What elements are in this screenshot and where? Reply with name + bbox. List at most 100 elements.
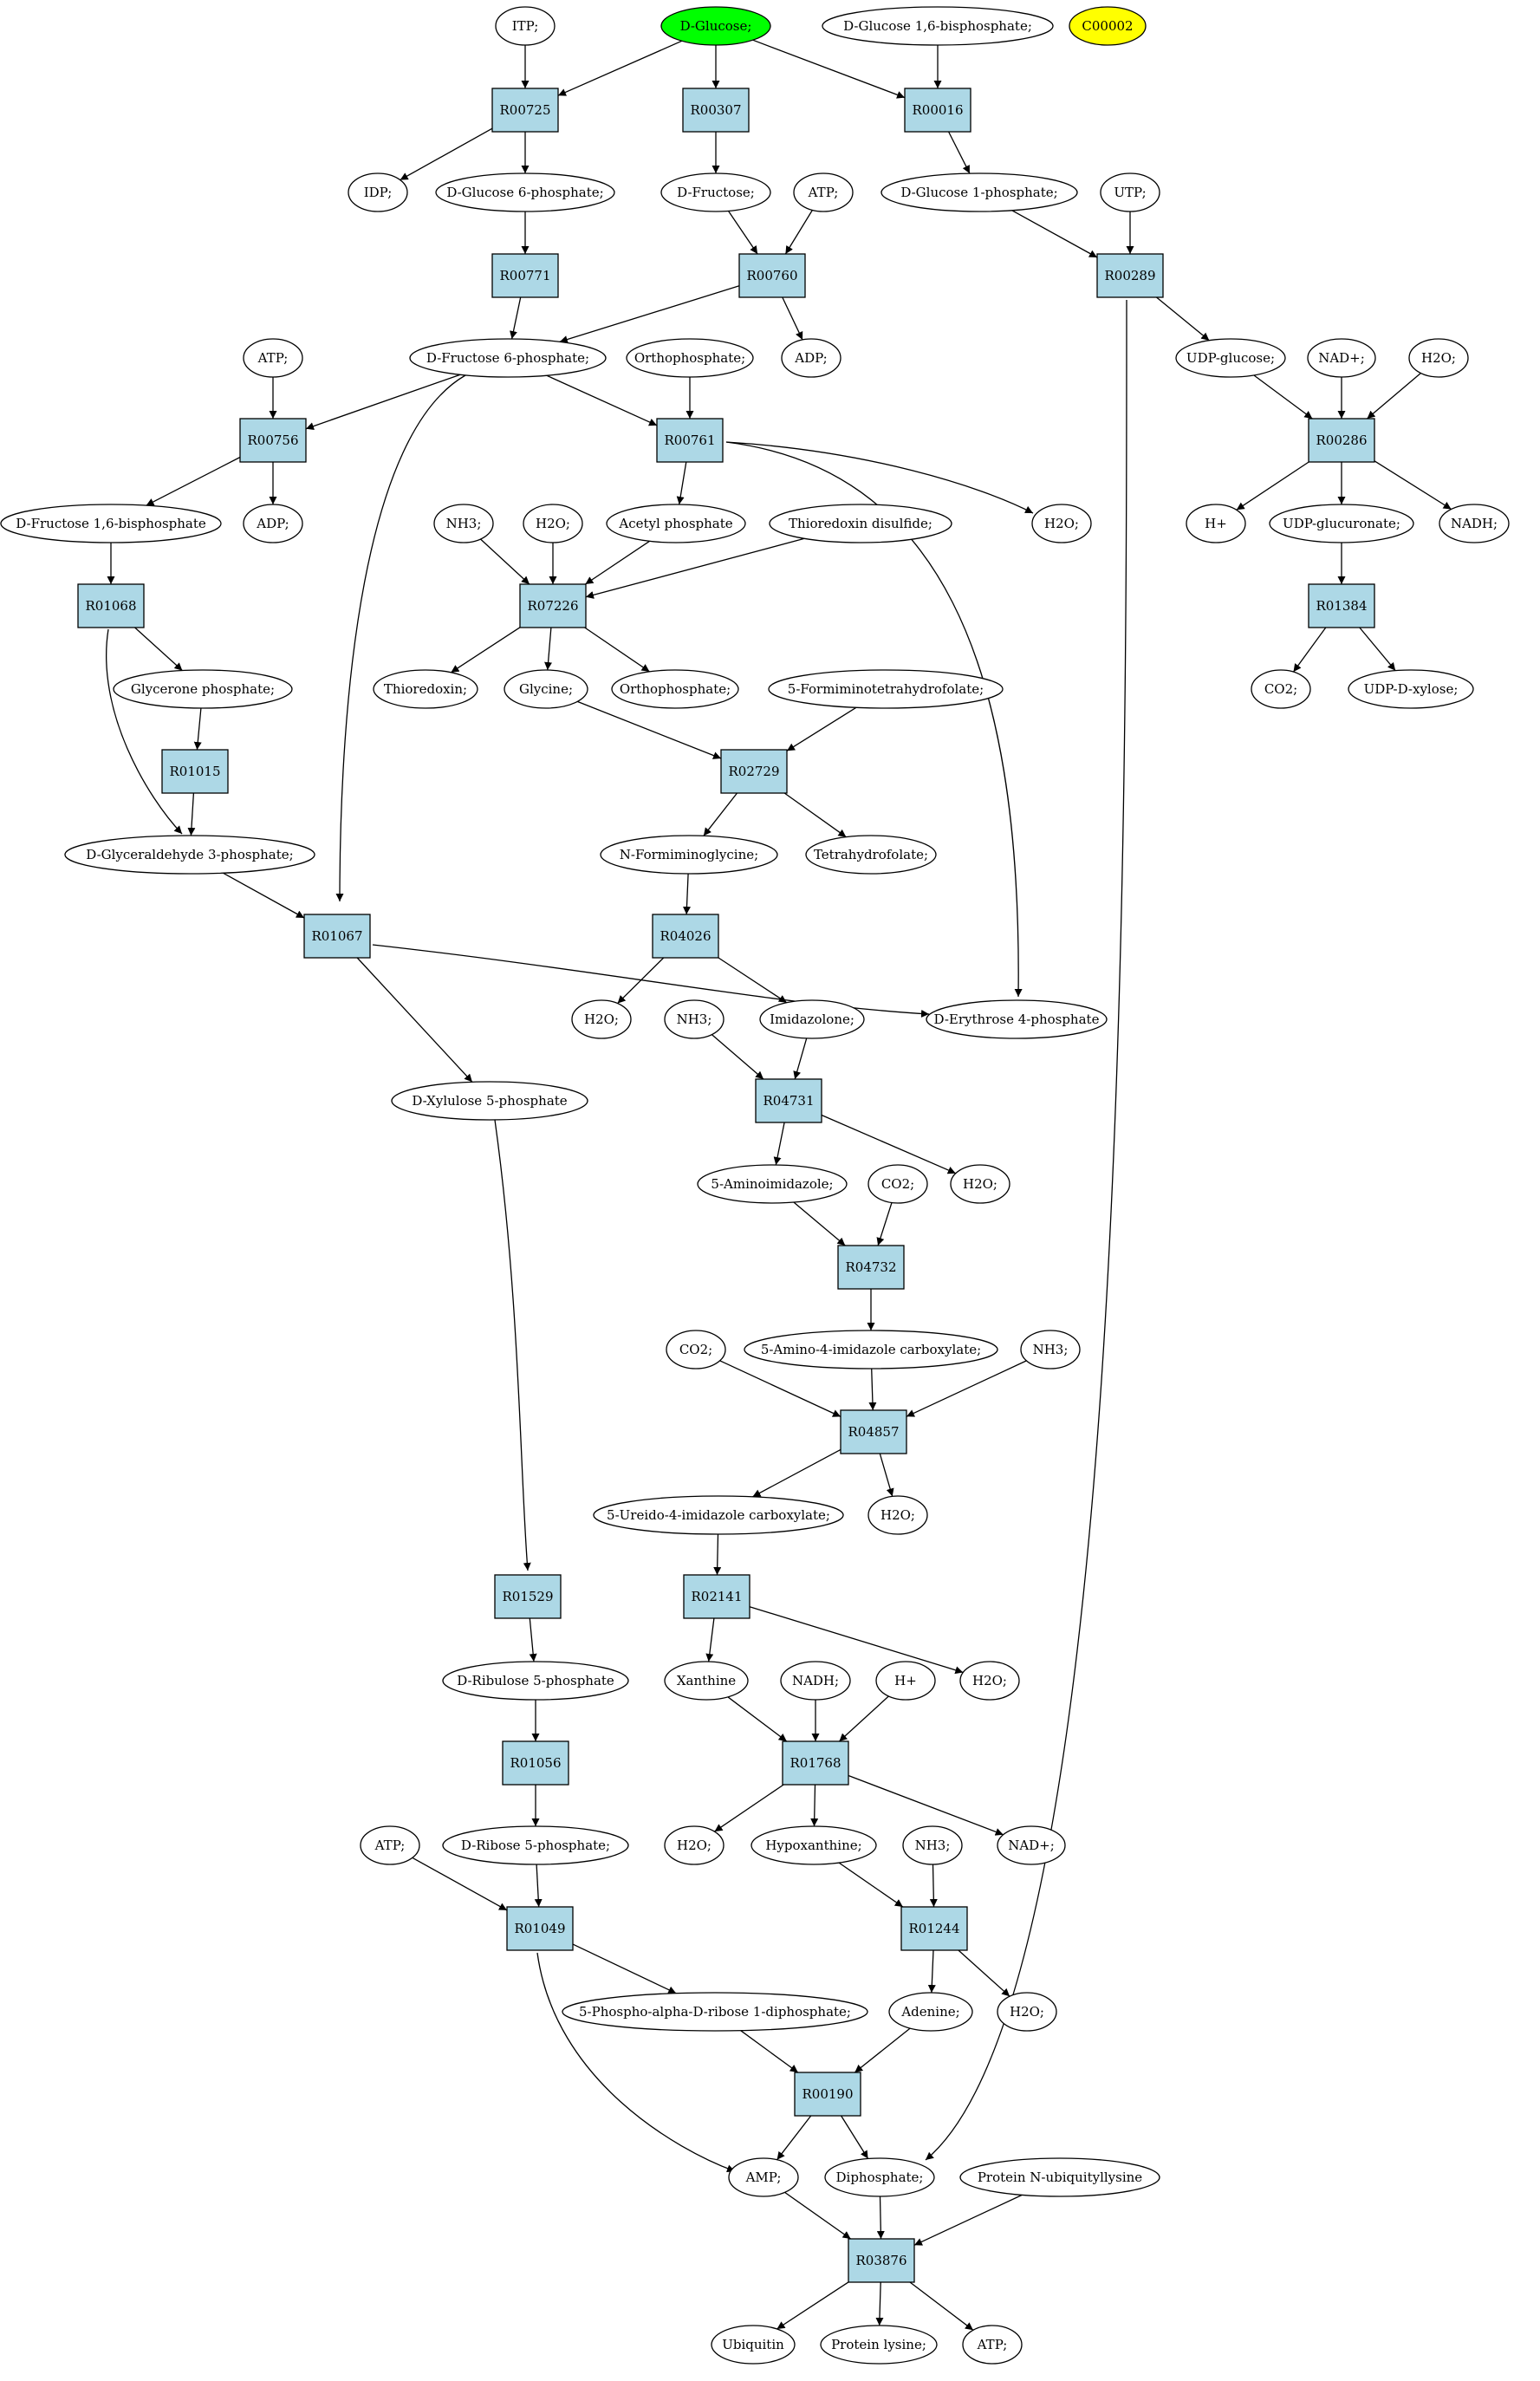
compound-node-formTHF[interactable]: 5-Formiminotetrahydrofolate; <box>768 669 1004 709</box>
reaction-node-R01068[interactable]: R01068 <box>77 583 145 628</box>
compound-node-nadh1[interactable]: NADH; <box>1439 504 1510 543</box>
reaction-node-R00286[interactable]: R00286 <box>1308 418 1375 463</box>
compound-node-udpglc[interactable]: UDP-glucose; <box>1175 338 1286 378</box>
compound-node-aminoimid[interactable]: 5-Aminoimidazole; <box>697 1164 848 1204</box>
compound-node-atp4[interactable]: ATP; <box>962 2325 1023 2365</box>
compound-node-adp2[interactable]: ADP; <box>243 504 303 543</box>
reaction-node-R01768[interactable]: R01768 <box>782 1740 849 1786</box>
compound-node-nh3_b[interactable]: NH3; <box>664 999 725 1039</box>
compound-node-nh3_c[interactable]: NH3; <box>1020 1330 1081 1369</box>
compound-node-thio[interactable]: Thioredoxin; <box>373 669 478 709</box>
compound-node-thioS[interactable]: Thioredoxin disulfide; <box>769 504 952 543</box>
reaction-node-R04732[interactable]: R04732 <box>837 1245 905 1290</box>
compound-node-acetylP[interactable]: Acetyl phosphate <box>606 504 746 543</box>
compound-node-glycine[interactable]: Glycine; <box>504 669 588 709</box>
reaction-node-R04731[interactable]: R04731 <box>755 1078 822 1123</box>
compound-node-amp[interactable]: AMP; <box>728 2157 799 2197</box>
compound-node-nh3_a[interactable]: NH3; <box>433 504 494 543</box>
compound-node-prpp[interactable]: 5-Phospho-alpha-D-ribose 1-diphosphate; <box>562 1992 868 2032</box>
compound-node-aicarb[interactable]: 5-Amino-4-imidazole carboxylate; <box>744 1330 998 1369</box>
compound-node-h2o_h[interactable]: H2O; <box>664 1825 725 1865</box>
compound-node-ubiquitin[interactable]: Ubiquitin <box>711 2325 796 2365</box>
reaction-node-R00016[interactable]: R00016 <box>904 88 971 133</box>
reaction-node-R00761[interactable]: R00761 <box>656 418 724 463</box>
reaction-node-R01049[interactable]: R01049 <box>506 1906 574 1951</box>
compound-node-f16bp[interactable]: D-Fructose 1,6-bisphosphate <box>0 504 222 543</box>
compound-node-h2o_d[interactable]: H2O; <box>571 999 632 1039</box>
reaction-node-R01529[interactable]: R01529 <box>494 1574 562 1619</box>
compound-node-h2o_c[interactable]: H2O; <box>1031 504 1092 543</box>
compound-node-hplus2[interactable]: H+ <box>875 1661 936 1701</box>
compound-node-h2o_f[interactable]: H2O; <box>867 1495 928 1535</box>
compound-node-h2o_b[interactable]: H2O; <box>523 504 583 543</box>
compound-node-atp1[interactable]: ATP; <box>793 172 854 212</box>
compound-node-g1p[interactable]: D-Glucose 1-phosphate; <box>880 172 1078 212</box>
compound-node-atp2[interactable]: ATP; <box>243 338 303 378</box>
compound-node-adenine[interactable]: Adenine; <box>888 1992 973 2032</box>
compound-node-plys[interactable]: Protein lysine; <box>820 2325 938 2365</box>
compound-node-e4p[interactable]: D-Erythrose 4-phosphate <box>926 999 1108 1039</box>
compound-node-c00002[interactable]: C00002 <box>1069 6 1147 46</box>
compound-node-nad2[interactable]: NAD+; <box>997 1825 1066 1865</box>
compound-node-ga3p[interactable]: D-Glyceraldehyde 3-phosphate; <box>64 835 315 875</box>
compound-node-utp[interactable]: UTP; <box>1100 172 1160 212</box>
reaction-node-R00756[interactable]: R00756 <box>239 418 307 463</box>
reaction-node-R01384[interactable]: R01384 <box>1308 583 1375 628</box>
compound-node-udpglcA[interactable]: UDP-glucuronate; <box>1269 504 1414 543</box>
reaction-node-R01244[interactable]: R01244 <box>900 1906 968 1951</box>
compound-node-adp1[interactable]: ADP; <box>781 338 841 378</box>
compound-node-h2o_e[interactable]: H2O; <box>950 1164 1010 1204</box>
reaction-node-R07226[interactable]: R07226 <box>519 583 587 628</box>
compound-node-ureido[interactable]: 5-Ureido-4-imidazole carboxylate; <box>593 1495 844 1535</box>
reaction-node-R00307[interactable]: R00307 <box>682 88 750 133</box>
compound-node-fructose[interactable]: D-Fructose; <box>660 172 771 212</box>
reaction-node-R00760[interactable]: R00760 <box>738 253 806 298</box>
reaction-node-R02729[interactable]: R02729 <box>720 749 788 794</box>
compound-node-co2_c[interactable]: CO2; <box>666 1330 726 1369</box>
reaction-node-R02141[interactable]: R02141 <box>683 1574 751 1619</box>
compound-node-g16bp[interactable]: D-Glucose 1,6-bisphosphate; <box>822 6 1054 46</box>
compound-node-r5p[interactable]: D-Ribose 5-phosphate; <box>442 1825 629 1865</box>
reaction-node-R04857[interactable]: R04857 <box>840 1409 907 1454</box>
compound-node-thf[interactable]: Tetrahydrofolate; <box>805 835 937 875</box>
compound-node-h2o_i[interactable]: H2O; <box>997 1992 1057 2032</box>
reaction-node-R04026[interactable]: R04026 <box>652 914 719 959</box>
compound-node-co2_b[interactable]: CO2; <box>867 1164 928 1204</box>
reaction-node-R00289[interactable]: R00289 <box>1096 253 1164 298</box>
compound-node-imidazolone[interactable]: Imidazolone; <box>759 999 865 1039</box>
compound-node-ru5p[interactable]: D-Ribulose 5-phosphate <box>442 1661 629 1701</box>
reaction-node-R01067[interactable]: R01067 <box>303 914 371 959</box>
reaction-node-R00725[interactable]: R00725 <box>491 88 559 133</box>
compound-node-gly3p[interactable]: Glycerone phosphate; <box>113 669 293 709</box>
compound-node-co2_a[interactable]: CO2; <box>1251 669 1311 709</box>
compound-ellipse <box>867 1495 928 1535</box>
compound-node-orthoP1[interactable]: Orthophosphate; <box>626 338 754 378</box>
compound-node-idp[interactable]: IDP; <box>348 172 408 212</box>
compound-node-hplus1[interactable]: H+ <box>1186 504 1246 543</box>
compound-node-h2o_g[interactable]: H2O; <box>959 1661 1020 1701</box>
compound-node-nh3_d[interactable]: NH3; <box>902 1825 963 1865</box>
compound-node-h2o_a[interactable]: H2O; <box>1408 338 1469 378</box>
compound-node-f6p[interactable]: D-Fructose 6-phosphate; <box>409 338 607 378</box>
compound-node-nad1[interactable]: NAD+; <box>1307 338 1376 378</box>
compound-node-xu5p[interactable]: D-Xylulose 5-phosphate <box>391 1081 588 1121</box>
reaction-node-R01056[interactable]: R01056 <box>502 1740 569 1786</box>
compound-node-atp3[interactable]: ATP; <box>360 1825 420 1865</box>
compound-node-itp[interactable]: ITP; <box>495 6 556 46</box>
compound-node-pnubl[interactable]: Protein N-ubiquityllysine <box>959 2157 1160 2197</box>
compound-node-g6p[interactable]: D-Glucose 6-phosphate; <box>435 172 615 212</box>
compound-node-orthoP2[interactable]: Orthophosphate; <box>611 669 739 709</box>
compound-node-glucose[interactable]: D-Glucose; <box>660 6 771 46</box>
compound-node-nadh2[interactable]: NADH; <box>780 1661 851 1701</box>
compound-node-hypox[interactable]: Hypoxanthine; <box>751 1825 877 1865</box>
reaction-node-R00771[interactable]: R00771 <box>491 253 559 298</box>
compound-node-xanthine[interactable]: Xanthine <box>664 1661 749 1701</box>
compound-node-udpxyl[interactable]: UDP-D-xylose; <box>1348 669 1474 709</box>
reaction-box <box>782 1740 849 1786</box>
compound-node-diphos[interactable]: Diphosphate; <box>824 2157 935 2197</box>
reaction-node-R00190[interactable]: R00190 <box>794 2072 861 2117</box>
reaction-node-R01015[interactable]: R01015 <box>161 749 229 794</box>
reaction-node-R03876[interactable]: R03876 <box>848 2238 915 2283</box>
compound-label: Protein N-ubiquityllysine <box>978 2170 1142 2185</box>
compound-node-nformgly[interactable]: N-Formiminoglycine; <box>600 835 778 875</box>
